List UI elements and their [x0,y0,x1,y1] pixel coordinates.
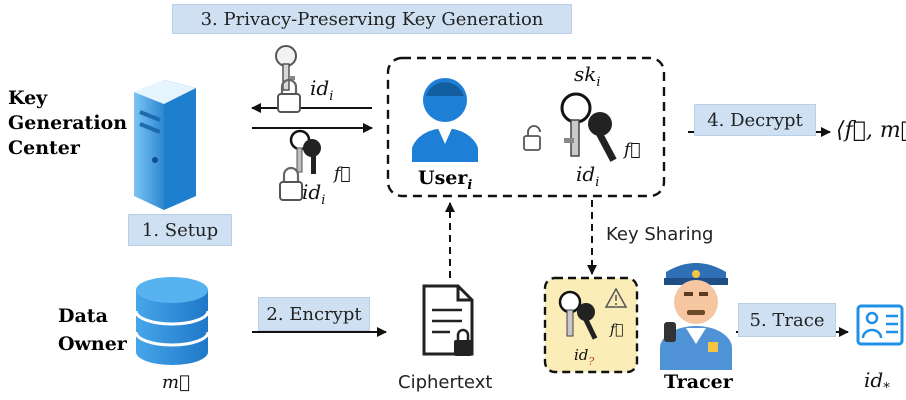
document-lock-icon [422,284,474,356]
id-lower-left-sub: i [321,193,326,208]
step-encrypt-label: 2. Encrypt [258,297,370,331]
data-owner-label-line-1: Data [58,305,108,327]
step-setup-label: 1. Setup [128,214,232,246]
tracer-label: Tracer [664,371,733,393]
decrypt-output-label: ⟨f⃗, m⃗⟩ [836,118,906,143]
f-vec-label-lower-left: f⃗ [334,164,351,184]
kgc-label-line-1: Key [8,87,48,109]
id-traced-base: id [864,368,884,392]
id-label-traced: id* [864,368,890,396]
user-label: Useri [418,166,472,198]
user-label-text: User [418,167,468,189]
warning-icon [604,287,628,308]
key-lock-icon [275,45,301,113]
id-upper-base: id [310,76,330,100]
kgc-label-line-3: Center [8,137,80,159]
sk-label: ski [574,62,601,90]
sk-base: sk [574,62,597,86]
step-privacy-keygen-label: 3. Privacy-Preserving Key Generation [172,4,572,34]
data-owner-label: Data Owner [58,302,127,358]
f-vec-label-user: f⃗ [624,140,641,160]
user-group-box [386,56,666,198]
id-lower-left-base: id [302,180,322,204]
id-label-lower-left: idi [302,180,325,208]
id-shared-base: id [574,346,589,364]
ciphertext-label: Ciphertext [398,372,493,393]
id-shared-sub: ? [588,355,595,368]
id-traced-sub: * [883,381,890,396]
data-owner-label-line-2: Owner [58,333,127,355]
id-upper-sub: i [329,89,334,104]
step-decrypt-label: 4. Decrypt [694,104,816,136]
m-vec-label: m⃗ [162,372,190,393]
user-label-subscript: i [467,178,473,193]
key-pair-icon [279,129,321,201]
user-icon [412,78,478,162]
open-lock-icon [523,125,541,151]
kgc-label: Key Generation Center [8,86,127,161]
database-icon [134,277,210,365]
sk-sub: i [596,75,601,90]
key-bundle-icon [560,92,617,162]
server-icon [134,80,196,210]
police-officer-icon [660,263,732,370]
key-sharing-label: Key Sharing [606,224,714,245]
f-vec-label-shared: f⃗ [610,322,624,338]
id-label-upper: idi [310,76,333,104]
id-user-base: id [576,162,596,186]
id-card-icon [856,304,904,346]
shared-key-icon [558,290,598,340]
step-trace-label: 5. Trace [738,303,836,337]
id-label-shared: id? [574,346,594,368]
id-user-sub: i [595,175,600,190]
id-label-user: idi [576,162,599,190]
kgc-label-line-2: Generation [8,112,128,134]
